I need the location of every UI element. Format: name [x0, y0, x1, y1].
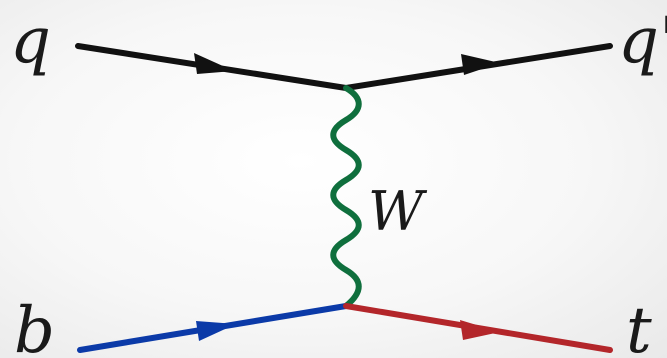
w-boson-wavy-line	[330, 85, 362, 309]
b-quark-arrow-icon	[196, 321, 236, 341]
label-w-boson: W	[368, 180, 428, 243]
top-quark-arrow-icon	[460, 320, 500, 340]
label-t-out: t	[626, 294, 652, 358]
top-fermion-line	[75, 43, 613, 91]
label-b-in: b	[14, 294, 55, 358]
outgoing-quark-arrow-icon	[461, 54, 500, 75]
bottom-fermion-line	[77, 303, 613, 353]
incoming-quark-arrow-icon	[194, 53, 234, 74]
label-q-in: q	[10, 4, 51, 78]
label-q-out: q'	[618, 4, 667, 78]
